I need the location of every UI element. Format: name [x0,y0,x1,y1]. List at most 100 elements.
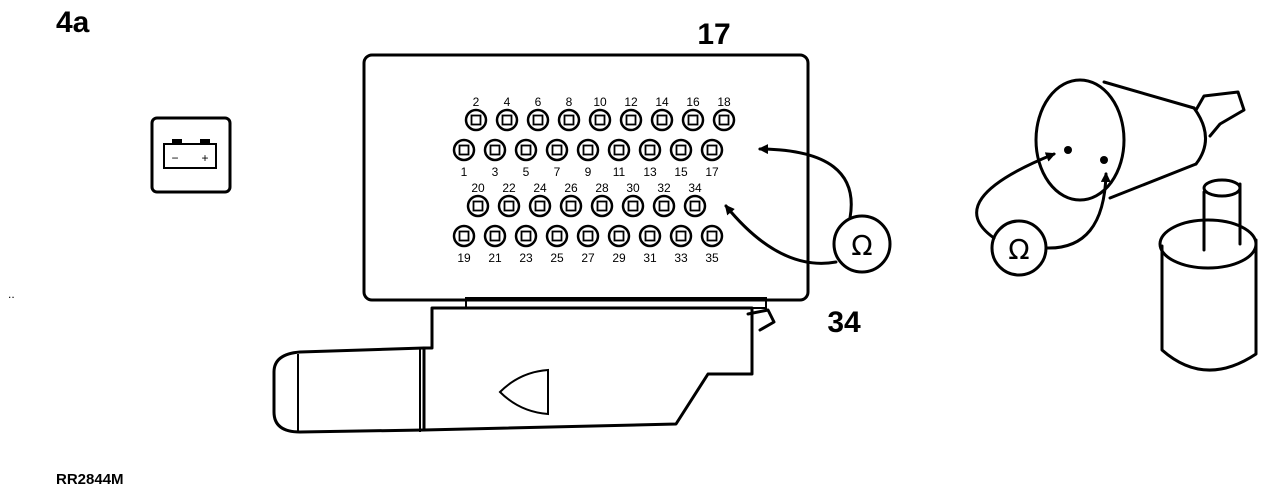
pin-socket-7 [551,144,563,156]
pin-12 [619,108,643,132]
pin-socket-26 [565,200,577,212]
pin-socket-24 [534,200,546,212]
pin-label-24: 24 [533,181,547,195]
pin-label-9: 9 [585,165,592,179]
pin-label-20: 20 [471,181,485,195]
pin-socket-5 [520,144,532,156]
pin-label-12: 12 [624,95,638,109]
probe-lead-terminal-1 [975,152,1056,240]
pin-label-1: 1 [461,165,468,179]
callout-34: 34 [827,306,861,339]
pin-socket-21 [489,230,501,242]
pin-label-31: 31 [643,251,657,265]
pin-socket-19 [458,230,470,242]
pin-17 [700,138,724,162]
pin-9 [576,138,600,162]
pin-socket-10 [594,114,606,126]
pin-label-8: 8 [566,95,573,109]
pin-socket-22 [503,200,515,212]
pin-socket-15 [675,144,687,156]
pin-32 [652,194,676,218]
pin-3 [483,138,507,162]
pin-30 [621,194,645,218]
pin-socket-18 [718,114,730,126]
ohmmeter-symbol-2: Ω [1008,233,1029,266]
pin-label-7: 7 [554,165,561,179]
pin-label-21: 21 [488,251,502,265]
pin-label-10: 10 [593,95,607,109]
callout-17: 17 [697,18,730,51]
pin-35 [700,224,724,248]
pin-label-28: 28 [595,181,609,195]
pin-socket-23 [520,230,532,242]
pin-18 [712,108,736,132]
pin-label-33: 33 [674,251,688,265]
pin-13 [638,138,662,162]
pin-34 [683,194,707,218]
pin-label-14: 14 [655,95,669,109]
pin-28 [590,194,614,218]
pin-label-30: 30 [626,181,640,195]
pin-5 [514,138,538,162]
pin-label-34: 34 [688,181,702,195]
pin-socket-29 [613,230,625,242]
stray-mark: .. [8,287,15,301]
pin-25 [545,224,569,248]
pin-socket-12 [625,114,637,126]
pin-8 [557,108,581,132]
pin-20 [466,194,490,218]
connector-pins [452,108,736,248]
pin-label-17: 17 [705,165,719,179]
pin-19 [452,224,476,248]
pin-29 [607,224,631,248]
pin-23 [514,224,538,248]
pin-16 [681,108,705,132]
pin-socket-28 [596,200,608,212]
pin-label-25: 25 [550,251,564,265]
pin-socket-14 [656,114,668,126]
pin-socket-30 [627,200,639,212]
pin-socket-34 [689,200,701,212]
pin-label-16: 16 [686,95,700,109]
probe-lead-pin-17 [758,144,853,220]
pin-socket-2 [470,114,482,126]
pin-socket-25 [551,230,563,242]
pin-24 [528,194,552,218]
figure-label: 4a [56,6,90,39]
pin-4 [495,108,519,132]
reference-code: RR2844M [56,471,124,488]
pin-27 [576,224,600,248]
battery-icon: − + [150,116,232,194]
pin-socket-6 [532,114,544,126]
battery-plus: + [201,151,208,165]
battery-minus: − [171,151,178,165]
pin-label-27: 27 [581,251,595,265]
pin-label-26: 26 [564,181,578,195]
pin-label-35: 35 [705,251,719,265]
pin-socket-35 [706,230,718,242]
pin-socket-32 [658,200,670,212]
pin-socket-17 [706,144,718,156]
ohmmeter-component: Ω [975,152,1111,277]
pin-2 [464,108,488,132]
pin-label-6: 6 [535,95,542,109]
pin-socket-9 [582,144,594,156]
pin-socket-31 [644,230,656,242]
pin-26 [559,194,583,218]
pin-label-22: 22 [502,181,516,195]
pin-socket-13 [644,144,656,156]
pin-socket-16 [687,114,699,126]
pin-11 [607,138,631,162]
probe-lead-pin-34 [724,204,838,265]
pin-22 [497,194,521,218]
pin-label-3: 3 [492,165,499,179]
pin-socket-33 [675,230,687,242]
pin-socket-11 [613,144,625,156]
pin-label-15: 15 [674,165,688,179]
pin-6 [526,108,550,132]
pin-10 [588,108,612,132]
pin-socket-3 [489,144,501,156]
pin-1 [452,138,476,162]
pin-21 [483,224,507,248]
pin-socket-20 [472,200,484,212]
